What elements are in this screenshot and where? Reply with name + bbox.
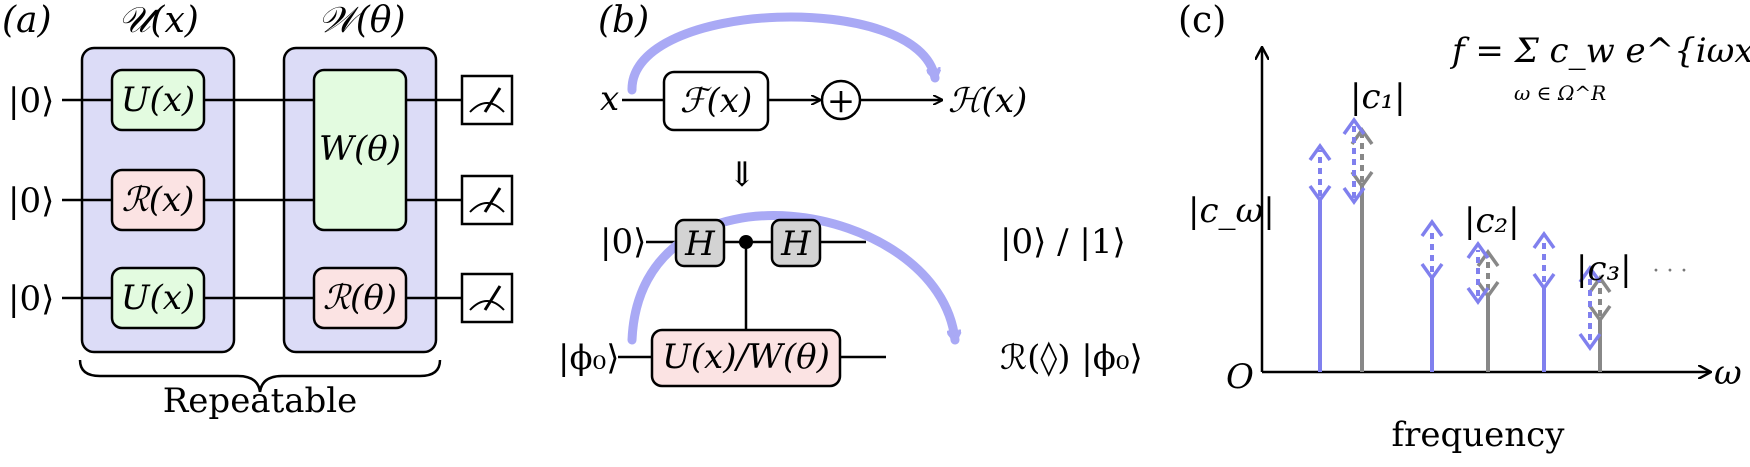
- panel-c: (c) O ω frequency |c_ω| f = Σ c_w e^{iωx…: [1178, 0, 1750, 455]
- u-gate-1-label: U(x): [121, 80, 195, 120]
- arrowhead-down-icon: [1350, 170, 1374, 190]
- skip-connection-arc: [627, 12, 935, 95]
- arrowhead-down-icon: [1532, 272, 1556, 292]
- repeat-brace: [78, 359, 442, 393]
- arrowhead-down-icon: [1588, 304, 1612, 324]
- arrowhead-up-icon: [1308, 142, 1332, 162]
- unitary-gate: [650, 328, 842, 388]
- arrowhead-down-icon: [1342, 186, 1366, 206]
- panel-b-label: (b): [598, 0, 649, 41]
- w-gate: [312, 68, 408, 232]
- h-gate-2: [770, 218, 822, 268]
- f-gate-label: ℱ(x): [680, 81, 752, 121]
- panel-c-label: (c): [1178, 0, 1226, 41]
- meter-icon: [460, 74, 514, 126]
- arrowhead-down-icon: [1466, 286, 1490, 306]
- coeff-label-3: |c₃|: [1576, 249, 1632, 289]
- sum-node: [820, 79, 862, 121]
- arrowhead-up-icon: [1532, 230, 1556, 250]
- panel-a: (a) 𝒰(x) 𝒲(θ) |0⟩ |0⟩ |0⟩ U(x) ℛ(x) U(x)…: [2, 0, 514, 421]
- arrowhead-down-icon: [1308, 184, 1332, 204]
- ellipsis: · · ·: [1653, 259, 1688, 284]
- u-gate-1: [110, 68, 206, 132]
- block2-title: 𝒲(θ): [318, 0, 406, 41]
- meter-icon: [460, 272, 514, 324]
- arrowhead-down-icon: [1420, 262, 1444, 282]
- r-gate-x: [110, 168, 206, 232]
- y-axis-label: |c_ω|: [1188, 191, 1275, 231]
- coeff-label-2: |c₂|: [1464, 201, 1520, 241]
- r-gate-theta: [312, 266, 408, 330]
- arrowhead-down-icon: [1476, 280, 1500, 300]
- block1-title: 𝒰(x): [118, 0, 199, 41]
- data-output: ℛ(◊) |ϕ₀⟩: [1000, 338, 1143, 378]
- input-ket-1: |0⟩: [8, 81, 54, 121]
- plus-icon: +: [827, 81, 856, 121]
- arrowhead-up-icon: [1342, 116, 1366, 136]
- h-gate-1-label: H: [684, 224, 716, 264]
- meter-icon: [460, 174, 514, 226]
- arrowhead-up-icon: [1588, 274, 1612, 294]
- hadamard-test-arc: [627, 211, 955, 340]
- ancilla-output: |0⟩ / |1⟩: [1000, 222, 1126, 262]
- input-ket-2: |0⟩: [8, 181, 54, 221]
- r-gate-theta-label: ℛ(θ): [323, 278, 397, 318]
- frequency-label: frequency: [1392, 415, 1566, 455]
- ancilla-input: |0⟩: [600, 222, 646, 262]
- w-gate-label: W(θ): [319, 129, 401, 169]
- arrowhead-up-icon: [1466, 240, 1490, 260]
- panel-a-label: (a): [2, 0, 52, 41]
- arrowhead-up-icon: [1578, 264, 1602, 284]
- control-dot: [739, 235, 753, 249]
- input-ket-3: |0⟩: [8, 279, 54, 319]
- arrowhead-up-icon: [1476, 248, 1500, 268]
- u-gate-2: [110, 266, 206, 330]
- data-input: |ϕ₀⟩: [558, 338, 620, 378]
- arrowhead-up-icon: [1420, 218, 1444, 238]
- u-gate-2-label: U(x): [121, 278, 195, 318]
- spectrum-bars: |c₁| |c₂| |c₃|: [1308, 77, 1632, 372]
- h-gate-1: [674, 218, 726, 268]
- r-gate-x-label: ℛ(x): [122, 180, 195, 220]
- omega-axis-symbol: ω: [1714, 353, 1742, 393]
- origin-label: O: [1226, 357, 1254, 397]
- fourier-formula: f = Σ c_w e^{iωx}: [1449, 31, 1750, 71]
- repeatable-label: Repeatable: [163, 381, 358, 421]
- input-x: x: [600, 79, 619, 119]
- implies-arrow: ⇓: [728, 155, 757, 195]
- unitary-gate-label: U(x)/W(θ): [662, 337, 830, 377]
- panel-b: (b) x ℱ(x) + ℋ(x) ⇓ H H U(x)/W(θ) |0⟩ |0…: [558, 0, 1143, 388]
- h-gate-2-label: H: [780, 224, 812, 264]
- arrowhead-down-icon: [1578, 332, 1602, 352]
- fourier-formula-sub: ω ∈ Ω^R: [1514, 81, 1606, 105]
- coeff-label-1: |c₁|: [1350, 77, 1406, 117]
- output-h: ℋ(x): [948, 81, 1027, 121]
